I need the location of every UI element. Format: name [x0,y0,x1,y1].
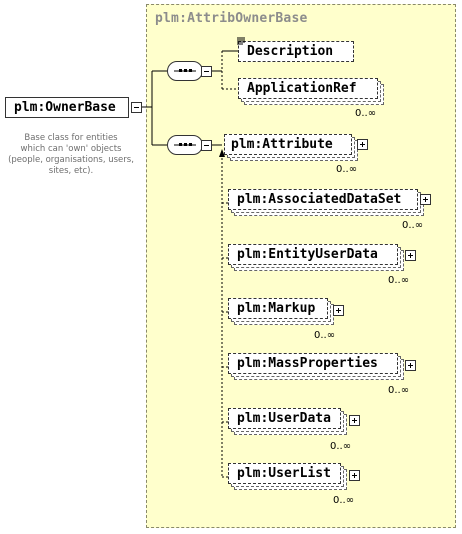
doc-line: (people, organisations, users, [8,155,134,165]
element-label: plm:UserList [237,466,331,481]
element-label: plm:Markup [237,301,316,316]
minus-box-icon[interactable] [201,140,212,151]
element-label: plm:UserData [237,411,331,426]
plus-box-icon[interactable] [333,305,344,316]
root-documentation: Base class for entities which can 'own' … [6,133,136,177]
doc-line: which can 'own' objects [20,144,122,154]
doc-line: Base class for entities [24,133,118,143]
plus-box-icon[interactable] [349,470,360,481]
plus-box-icon[interactable] [357,139,368,150]
cardinality-label: 0..∞ [314,330,336,341]
plus-box-icon[interactable] [405,250,416,261]
documentation-icon [237,37,245,45]
minus-box-icon[interactable] [201,66,212,77]
doc-line: sites, etc). [48,166,94,176]
element-userlist[interactable]: plm:UserList [228,463,341,484]
sequence-compositor-icon [167,61,203,81]
minus-box-icon[interactable] [131,102,142,113]
sequence-compositor-icon [167,135,203,155]
element-label: plm:MassProperties [237,356,378,371]
element-entityuserdata[interactable]: plm:EntityUserData [228,244,398,265]
type-title: plm:AttribOwnerBase [155,11,308,26]
element-applicationref[interactable]: ApplicationRef [238,78,378,99]
element-markup[interactable]: plm:Markup [228,298,328,319]
cardinality-label: 0..∞ [388,275,410,286]
element-description[interactable]: Description [238,41,354,62]
element-label: Description [247,44,334,59]
cardinality-label: 0..∞ [402,220,424,231]
element-associateddataset[interactable]: plm:AssociatedDataSet [228,189,418,210]
cardinality-label: 0..∞ [330,441,352,452]
root-element-label: plm:OwnerBase [14,100,116,115]
cardinality-label: 0..∞ [355,108,377,119]
plus-box-icon[interactable] [405,360,416,371]
element-label: ApplicationRef [247,81,357,96]
element-label: plm:AssociatedDataSet [237,192,402,207]
cardinality-label: 0..∞ [333,495,355,506]
cardinality-label: 0..∞ [336,164,358,175]
plus-box-icon[interactable] [420,194,431,205]
element-label: plm:Attribute [231,137,333,152]
element-massproperties[interactable]: plm:MassProperties [228,353,398,374]
plus-box-icon[interactable] [349,415,360,426]
cardinality-label: 0..∞ [388,385,410,396]
root-element[interactable]: plm:OwnerBase [5,97,129,118]
element-attribute[interactable]: plm:Attribute [224,134,352,155]
element-userdata[interactable]: plm:UserData [228,408,341,429]
element-label: plm:EntityUserData [237,247,378,262]
